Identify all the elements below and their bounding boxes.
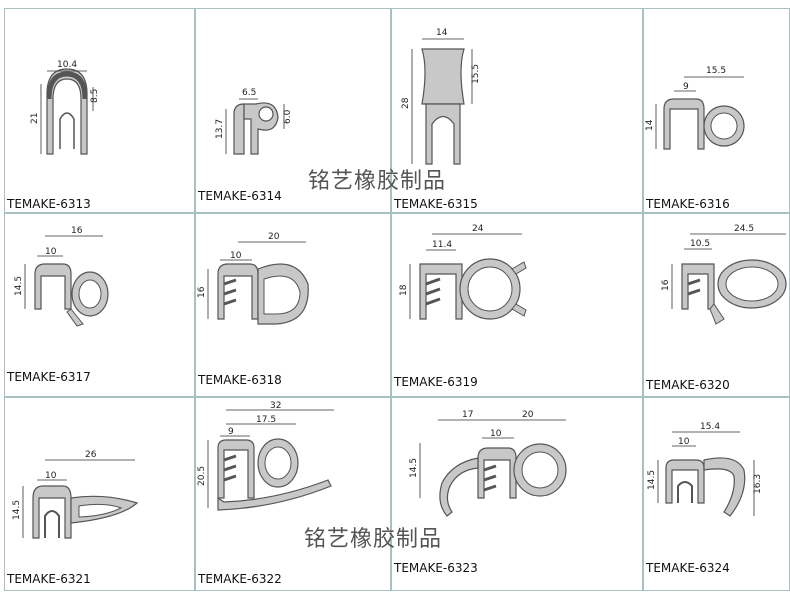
dim-width-label: 15.5	[706, 66, 726, 76]
product-code: TEMAKE-6321	[7, 572, 91, 586]
product-cell-6315: 14 28 15.5 TEMAKE-6315	[391, 8, 643, 213]
product-code: TEMAKE-6319	[394, 375, 478, 389]
dim-height-top-label: 6.0	[283, 109, 293, 124]
profile-drawing: 26 10 14.5	[12, 450, 139, 539]
dim-width-label: 14	[436, 28, 448, 38]
product-code: TEMAKE-6314	[198, 189, 282, 203]
profile-drawing: 10.4 8.5 21	[30, 60, 100, 155]
profile-drawing: 6.5 13.7 6.0	[215, 88, 293, 155]
dim-inner-width-label: 11.4	[432, 240, 452, 250]
product-cell-6319: 24 11.4 18 TEMAKE-6319	[391, 213, 643, 397]
dim-height-label: 16	[197, 286, 207, 298]
product-code: TEMAKE-6316	[646, 197, 730, 211]
product-cell-6322: 32 17.5 9 20.5 TEMAKE-6322	[195, 397, 391, 591]
dim-width-label: 10.4	[57, 60, 77, 70]
product-cell-6323: 17 20 10 14.5 TEMAKE-6323	[391, 397, 643, 591]
product-cell-6321: 26 10 14.5 TEMAKE-6321	[4, 397, 195, 591]
dim-inner-width-label: 10	[490, 429, 502, 439]
dim-height-label: 14.5	[409, 458, 419, 478]
product-code: TEMAKE-6317	[7, 370, 91, 384]
dim-inner-width-label: 10	[678, 437, 690, 447]
profile-drawing: 16 10 14.5	[14, 226, 109, 327]
dim-height-label: 14.5	[12, 500, 22, 520]
dim-width-label: 15.4	[700, 422, 720, 432]
profile-drawing: 15.5 9 14	[645, 66, 745, 150]
product-code: TEMAKE-6318	[198, 373, 282, 387]
product-cell-6318: 20 10 16 TEMAKE-6318	[195, 213, 391, 397]
profile-drawing: 32 17.5 9 20.5	[197, 401, 334, 511]
dim-inner-width-label: 10.5	[690, 239, 710, 249]
dim-inner-width-label: 10	[230, 251, 242, 261]
profile-drawing: 24.5 10.5 16	[661, 224, 787, 325]
dim-mid-width-label: 17.5	[256, 415, 276, 425]
profile-drawing: 20 10 16	[197, 232, 309, 325]
dim-width-label: 6.5	[242, 88, 256, 98]
dim-height-label: 18	[399, 284, 409, 296]
dim-width-label: 26	[85, 450, 97, 460]
dim-total-height-label: 16.3	[753, 474, 763, 494]
dim-height-label: 28	[401, 97, 411, 109]
product-code: TEMAKE-6323	[394, 561, 478, 575]
product-cell-6316: 15.5 9 14 TEMAKE-6316	[643, 8, 790, 213]
dim-height-label: 14.5	[647, 470, 657, 490]
product-code: TEMAKE-6324	[646, 561, 730, 575]
product-cell-6320: 24.5 10.5 16 TEMAKE-6320	[643, 213, 790, 397]
dim-height-label: 21	[30, 113, 40, 124]
product-cell-6313: 10.4 8.5 21 TEMAKE-6313	[4, 8, 195, 213]
product-cell-6317: 16 10 14.5 TEMAKE-6317	[4, 213, 195, 397]
dim-left-width-label: 17	[462, 410, 473, 420]
product-code: TEMAKE-6320	[646, 378, 730, 392]
profile-drawing: 15.4 10 14.5 16.3	[647, 422, 763, 517]
product-cell-6314: 6.5 13.7 6.0 TEMAKE-6314	[195, 8, 391, 213]
dim-width-label: 32	[270, 401, 281, 411]
product-cell-6324: 15.4 10 14.5 16.3 TEMAKE-6324	[643, 397, 790, 591]
watermark-text: 铭艺橡胶制品	[308, 169, 447, 194]
dim-width-label: 16	[71, 226, 83, 236]
watermark-text-bottom: 铭艺橡胶制品	[304, 527, 443, 552]
dim-inner-width-label: 10	[45, 471, 57, 481]
profile-drawing: 24 11.4 18	[399, 224, 527, 320]
dim-right-width-label: 20	[522, 410, 534, 420]
product-code: TEMAKE-6313	[7, 197, 91, 211]
dim-width-label: 24	[472, 224, 484, 234]
profile-drawing: 17 20 10 14.5	[409, 410, 567, 517]
dim-height-label: 16	[661, 279, 671, 291]
dim-height-label: 13.7	[215, 119, 225, 139]
dim-inner-width-label: 10	[45, 247, 57, 257]
dim-width-label: 20	[268, 232, 280, 242]
dim-height-label: 14.5	[14, 276, 24, 296]
dim-height-label: 20.5	[197, 466, 207, 486]
dim-height-top-label: 8.5	[90, 89, 100, 103]
product-code: TEMAKE-6315	[394, 197, 478, 211]
dim-width-label: 24.5	[734, 224, 754, 234]
dim-inner-width-label: 9	[683, 82, 689, 92]
profile-drawing: 14 28 15.5	[401, 28, 481, 165]
dim-height-label: 14	[645, 119, 655, 131]
dim-height-top-label: 15.5	[471, 64, 481, 84]
product-code: TEMAKE-6322	[198, 572, 282, 586]
dim-inner-width-label: 9	[228, 427, 234, 437]
